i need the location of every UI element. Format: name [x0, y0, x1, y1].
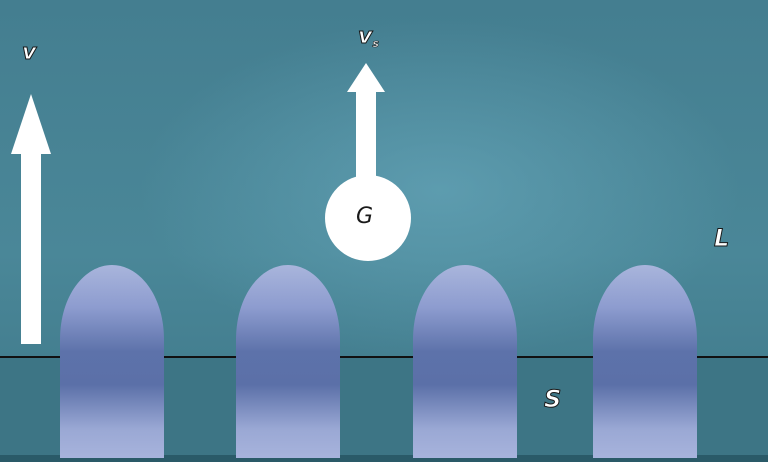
gas-bubble-label: G [356, 204, 374, 229]
bubble-velocity-arrow [347, 63, 385, 180]
gas-bubble [325, 175, 411, 261]
dendrite-4 [593, 265, 697, 458]
bottom-edge [0, 455, 768, 462]
dendrite-1 [60, 265, 164, 458]
growth-velocity-label: v [21, 40, 37, 65]
dendrite-2 [236, 265, 340, 458]
dendrite-3 [413, 265, 517, 458]
bubble-velocity-label-base: v [357, 24, 373, 49]
bubble-velocity-label-subscript: s [372, 37, 379, 50]
growth-velocity-arrow [11, 94, 51, 344]
solid-label: S [543, 385, 562, 413]
bubble-velocity-label: vs [357, 24, 379, 50]
liquid-label: L [713, 224, 730, 252]
